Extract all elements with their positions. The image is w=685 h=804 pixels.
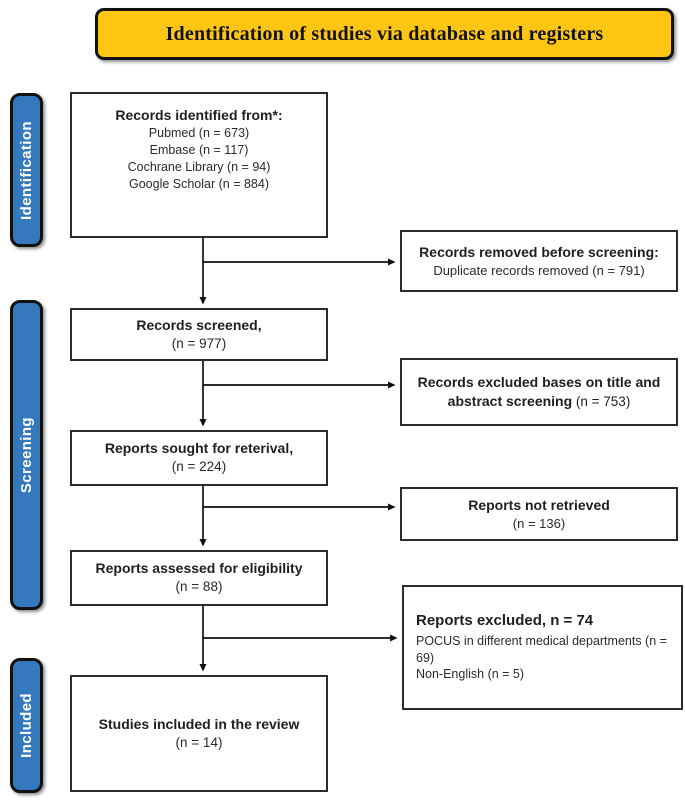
phase-bar-included: Included bbox=[10, 658, 43, 793]
box-records-removed: Records removed before screening: Duplic… bbox=[400, 230, 678, 292]
diagram-title: Identification of studies via database a… bbox=[165, 22, 604, 45]
box-reports-not-retrieved: Reports not retrieved (n = 136) bbox=[400, 487, 678, 541]
box-records-removed-detail: Duplicate records removed (n = 791) bbox=[433, 262, 645, 278]
box-studies-included: Studies included in the review (n = 14) bbox=[70, 675, 328, 792]
box-records-screened-title: Records screened, bbox=[136, 316, 262, 333]
box-reports-assessed-count: (n = 88) bbox=[175, 579, 223, 595]
diagram-title-banner: Identification of studies via database a… bbox=[95, 8, 674, 60]
box-records-excluded-text: Records excluded bases on title and abst… bbox=[417, 373, 661, 409]
box-records-excluded: Records excluded bases on title and abst… bbox=[400, 358, 678, 426]
box-reports-not-retrieved-count: (n = 136) bbox=[512, 515, 566, 531]
exclusion-reason-pocus: POCUS in different medical departments (… bbox=[416, 634, 667, 665]
box-reports-sought-count: (n = 224) bbox=[171, 459, 227, 475]
box-reports-excluded: Reports excluded, n = 74 POCUS in differ… bbox=[402, 585, 683, 710]
box-reports-not-retrieved-title: Reports not retrieved bbox=[468, 496, 610, 513]
source-cochrane: Cochrane Library (n = 94) bbox=[127, 159, 271, 174]
box-records-identified: Records identified from*: Pubmed (n = 67… bbox=[70, 92, 328, 238]
box-studies-included-count: (n = 14) bbox=[175, 734, 223, 750]
box-records-screened: Records screened, (n = 977) bbox=[70, 308, 328, 361]
box-records-identified-title: Records identified from*: bbox=[115, 107, 283, 123]
phase-bar-identification: Identification bbox=[10, 93, 43, 247]
phase-label-included: Included bbox=[18, 693, 35, 758]
phase-label-identification: Identification bbox=[18, 120, 35, 220]
box-reports-excluded-title: Reports excluded, n = 74 bbox=[416, 612, 594, 629]
phase-bar-screening: Screening bbox=[10, 300, 43, 610]
exclusion-reason-non-english: Non-English (n = 5) bbox=[416, 666, 525, 681]
box-studies-included-title: Studies included in the review bbox=[98, 715, 300, 732]
source-pubmed: Pubmed (n = 673) bbox=[148, 125, 250, 140]
source-embase: Embase (n = 117) bbox=[149, 142, 249, 157]
box-reports-assessed: Reports assessed for eligibility (n = 88… bbox=[70, 550, 328, 606]
box-records-screened-count: (n = 977) bbox=[171, 335, 227, 351]
source-google-scholar: Google Scholar (n = 884) bbox=[128, 176, 269, 191]
box-records-removed-title: Records removed before screening: bbox=[419, 243, 659, 260]
box-records-excluded-title: Records excluded bases on title and abst… bbox=[410, 373, 668, 411]
box-reports-sought-title: Reports sought for reterival, bbox=[104, 440, 294, 457]
phase-label-screening: Screening bbox=[18, 416, 35, 494]
box-reports-sought: Reports sought for reterival, (n = 224) bbox=[70, 430, 328, 486]
box-reports-assessed-title: Reports assessed for eligibility bbox=[95, 560, 303, 577]
box-records-excluded-count: (n = 753) bbox=[572, 393, 631, 409]
